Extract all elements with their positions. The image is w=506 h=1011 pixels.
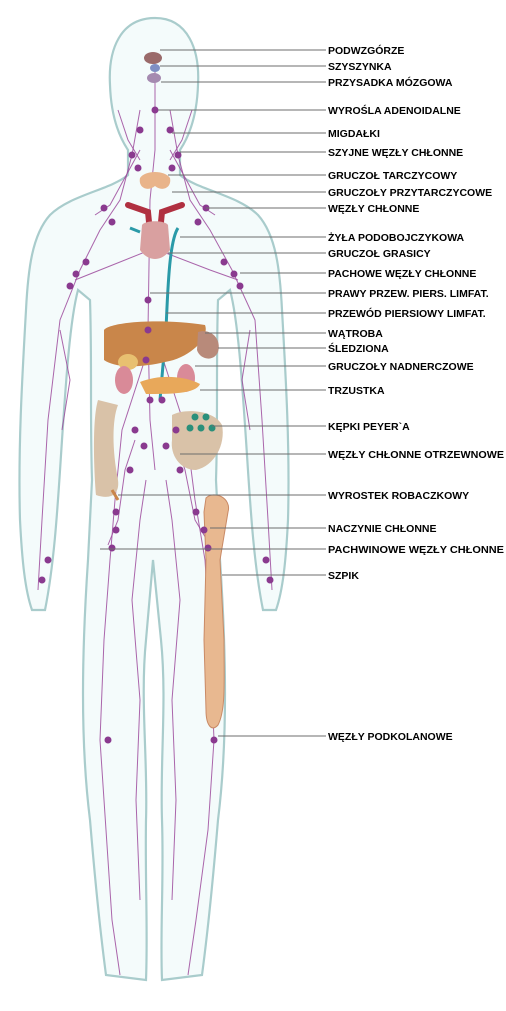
- label-lymph-vessel: NACZYNIE CHŁONNE: [328, 523, 437, 535]
- label-tonsils: MIGDAŁKI: [328, 128, 380, 140]
- label-parathyroid: GRUCZOŁY PRZYTARCZYCOWE: [328, 187, 492, 199]
- lymph-node: [105, 737, 112, 744]
- lymph-node: [231, 271, 238, 278]
- label-popliteal-nodes: WĘZŁY PODKOLANOWE: [328, 731, 453, 743]
- lymph-node: [167, 127, 174, 134]
- label-peritoneal-nodes: WĘZŁY CHŁONNE OTRZEWNOWE: [328, 449, 504, 461]
- lymph-node: [135, 165, 142, 172]
- lymph-node: [137, 127, 144, 134]
- lymph-node: [193, 509, 200, 516]
- label-liver: WĄTROBA: [328, 328, 383, 340]
- label-thoracic-duct: PRZEWÓD PIERSIOWY LIMFAT.: [328, 307, 486, 320]
- lymph-node: [67, 283, 74, 290]
- lymph-node: [267, 577, 274, 584]
- label-pituitary: PRZYSADKA MÓZGOWA: [328, 76, 453, 89]
- lymph-node: [169, 165, 176, 172]
- peyer-patch: [187, 425, 194, 432]
- label-hypothalamus: PODWZGÓRZE: [328, 44, 404, 57]
- lymph-node: [221, 259, 228, 266]
- lymph-node: [83, 259, 90, 266]
- peyer-patch: [203, 414, 210, 421]
- lymph-node: [201, 527, 208, 534]
- label-peyers-patches: KĘPKI PEYER`A: [328, 421, 410, 433]
- lymph-node: [113, 527, 120, 534]
- pineal-shape: [150, 64, 160, 72]
- lymph-node: [163, 443, 170, 450]
- lymph-node: [143, 357, 150, 364]
- peyer-patch: [198, 425, 205, 432]
- label-cervical-nodes: SZYJNE WĘZŁY CHŁONNE: [328, 147, 463, 159]
- lymph-node: [113, 509, 120, 516]
- label-lymph-nodes: WĘZŁY CHŁONNE: [328, 203, 419, 215]
- lymph-node: [177, 467, 184, 474]
- lymph-node: [145, 297, 152, 304]
- label-adrenal: GRUCZOŁY NADNERCZOWE: [328, 361, 474, 373]
- label-pineal: SZYSZYNKA: [328, 61, 392, 73]
- lymph-node: [159, 397, 166, 404]
- thymus-shape: [140, 221, 170, 259]
- label-pancreas: TRZUSTKA: [328, 385, 385, 397]
- lymph-node: [109, 219, 116, 226]
- label-spleen: ŚLEDZIONA: [328, 342, 389, 355]
- lymph-node: [129, 152, 136, 159]
- label-appendix: WYROSTEK ROBACZKOWY: [328, 490, 469, 502]
- lymph-node: [73, 271, 80, 278]
- label-thyroid: GRUCZOŁ TARCZYCOWY: [328, 170, 457, 182]
- lymph-node: [175, 152, 182, 159]
- peyer-patch: [192, 414, 199, 421]
- lymph-node: [211, 737, 218, 744]
- label-axillary-nodes: PACHOWE WĘZŁY CHŁONNE: [328, 268, 476, 280]
- lymph-node: [205, 545, 212, 552]
- lymph-node: [152, 107, 159, 114]
- lymph-node: [237, 283, 244, 290]
- lymph-node: [127, 467, 134, 474]
- label-adenoids: WYROŚLA ADENOIDALNE: [328, 104, 461, 117]
- lymph-node: [39, 577, 46, 584]
- lymph-node: [109, 545, 116, 552]
- label-thymus: GRUCZOŁ GRASICY: [328, 248, 431, 260]
- labels: PODWZGÓRZE SZYSZYNKA PRZYSADKA MÓZGOWA W…: [328, 44, 504, 743]
- lymph-node: [141, 443, 148, 450]
- label-subclavian-vein: ŻYŁA PODOBOJCZYKOWA: [328, 231, 465, 244]
- lymph-node: [195, 219, 202, 226]
- kidney-right-shape: [115, 366, 133, 394]
- lymph-node: [101, 205, 108, 212]
- lymph-node: [132, 427, 139, 434]
- lymph-node: [145, 327, 152, 334]
- lymph-node: [45, 557, 52, 564]
- hypothalamus-shape: [144, 52, 162, 64]
- label-inguinal-nodes: PACHWINOWE WĘZŁY CHŁONNE: [328, 544, 504, 556]
- label-right-lymph-duct: PRAWY PRZEW. PIERS. LIMFAT.: [328, 288, 489, 300]
- pituitary-shape: [147, 73, 161, 83]
- lymph-node: [263, 557, 270, 564]
- lymph-node: [147, 397, 154, 404]
- lymph-node: [173, 427, 180, 434]
- label-bone-marrow: SZPIK: [328, 570, 359, 582]
